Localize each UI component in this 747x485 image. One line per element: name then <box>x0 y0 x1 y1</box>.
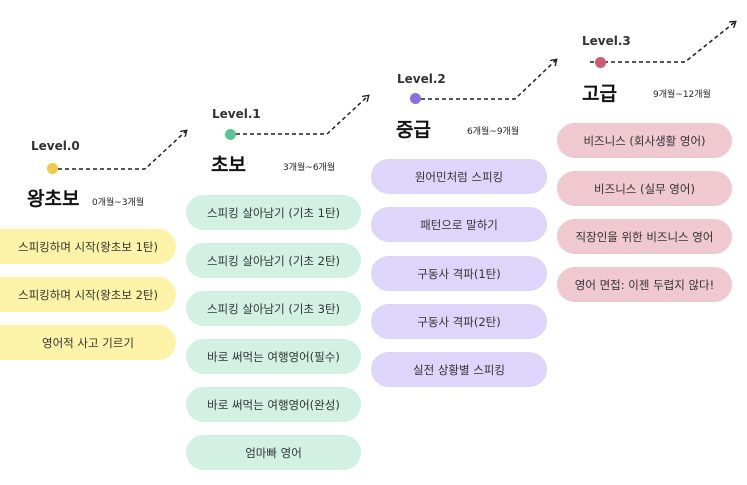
level-1-dot <box>225 129 236 140</box>
course-pill[interactable]: 비즈니스 (실무 영어) <box>557 171 732 206</box>
course-pill[interactable]: 스피킹하며 시작(왕초보 1탄) <box>0 229 176 264</box>
level-0-duration: 0개월~3개월 <box>92 198 145 208</box>
course-pill[interactable]: 원어민처럼 스피킹 <box>371 159 547 194</box>
level-3-label: Level.3 <box>582 34 631 48</box>
course-pill[interactable]: 구동사 격파(1탄) <box>371 256 547 291</box>
course-pill[interactable]: 영어적 사고 기르기 <box>0 325 176 360</box>
course-pill[interactable]: 구동사 격파(2탄) <box>371 304 547 339</box>
course-pill[interactable]: 패턴으로 말하기 <box>371 207 547 242</box>
level-2-duration: 6개월~9개월 <box>467 127 520 137</box>
connector-arrow-level0 <box>58 131 186 170</box>
course-pill[interactable]: 바로 써먹는 여행영어(필수) <box>186 339 361 374</box>
level-1-duration: 3개월~6개월 <box>283 163 336 173</box>
course-pill[interactable]: 엄마빠 영어 <box>186 435 361 470</box>
level-2-title: 중급 <box>396 119 431 141</box>
level-3-dot <box>595 57 606 68</box>
level-0-label: Level.0 <box>31 139 80 153</box>
course-pill[interactable]: 스피킹 살아남기 (기초 3탄) <box>186 291 361 326</box>
level-0-dot <box>47 163 58 174</box>
connector-arrow-level2 <box>421 60 556 100</box>
course-pill[interactable]: 바로 써먹는 여행영어(완성) <box>186 387 361 422</box>
course-pill[interactable]: 스피킹하며 시작(왕초보 2탄) <box>0 277 176 312</box>
course-pill[interactable]: 영어 면접: 이젠 두렵지 않다! <box>557 267 732 302</box>
connector-arrow-level3 <box>590 22 735 63</box>
course-pill[interactable]: 직장인을 위한 비즈니스 영어 <box>557 219 732 254</box>
connector-arrow-level1 <box>236 96 368 135</box>
level-2-label: Level.2 <box>397 72 446 86</box>
level-3-duration: 9개월~12개월 <box>653 90 711 100</box>
level-0-title: 왕초보 <box>27 188 80 210</box>
course-pill[interactable]: 스피킹 살아남기 (기초 2탄) <box>186 243 361 278</box>
level-1-title: 초보 <box>211 154 246 176</box>
course-pill[interactable]: 스피킹 살아남기 (기초 1탄) <box>186 195 361 230</box>
level-2-dot <box>410 93 421 104</box>
course-pill[interactable]: 비즈니스 (회사생활 영어) <box>557 123 732 158</box>
level-1-label: Level.1 <box>212 107 261 121</box>
level-3-title: 고급 <box>582 83 617 105</box>
course-pill[interactable]: 실전 상황별 스피킹 <box>371 352 547 387</box>
